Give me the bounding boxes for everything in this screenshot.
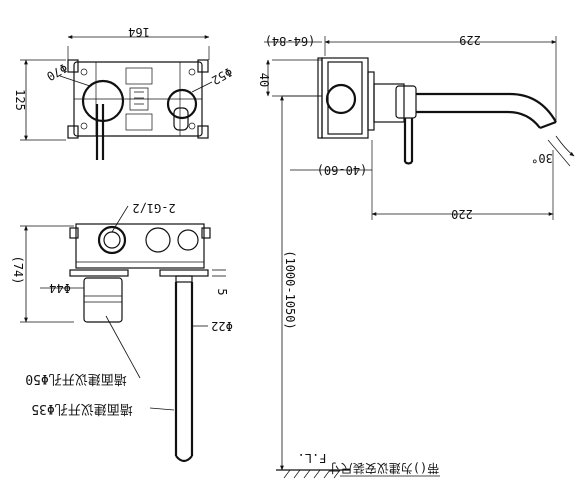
wall-hole-large-note: 墙面建议开孔Φ50 [25, 371, 126, 386]
wall-hole-small-note: 墙面建议开孔Φ35 [31, 401, 132, 416]
front-view: 2-G1/2 (74) Φ44 5 Φ22 [11, 201, 233, 463]
side-view: 229 (64-84) 40 30° (40-60) [257, 33, 575, 471]
top-width-dim: 164 [128, 25, 150, 39]
install-note: 带()为建议安装尺寸 [329, 461, 439, 476]
install-height-dim: (1000-1050) [283, 250, 297, 329]
spout-length-dim: 229 [459, 33, 481, 47]
right-circle-dim: Φ52 [209, 65, 235, 88]
gap-dim: 5 [215, 288, 229, 295]
top-height-dim: 125 [13, 89, 27, 111]
right-circle [166, 88, 198, 120]
wall-range-mid: (40-60) [317, 163, 368, 177]
wall-range-top: (64-84) [265, 34, 316, 48]
spout-dia-dim: Φ22 [211, 319, 233, 333]
left-circle-dim: Φ70 [44, 61, 70, 84]
floor-line: F.L. 带()为建议安装尺寸 [276, 451, 440, 479]
floor-label: F.L. [298, 451, 327, 465]
spout-bottom-dim: 220 [451, 207, 473, 221]
depth-dim: 40 [257, 73, 271, 87]
body-height-dim: (74) [11, 256, 25, 285]
angle-dim: 30° [531, 151, 553, 165]
thread-label: 2-G1/2 [132, 201, 175, 215]
top-view: 164 125 Φ70 Φ52 [13, 25, 235, 160]
